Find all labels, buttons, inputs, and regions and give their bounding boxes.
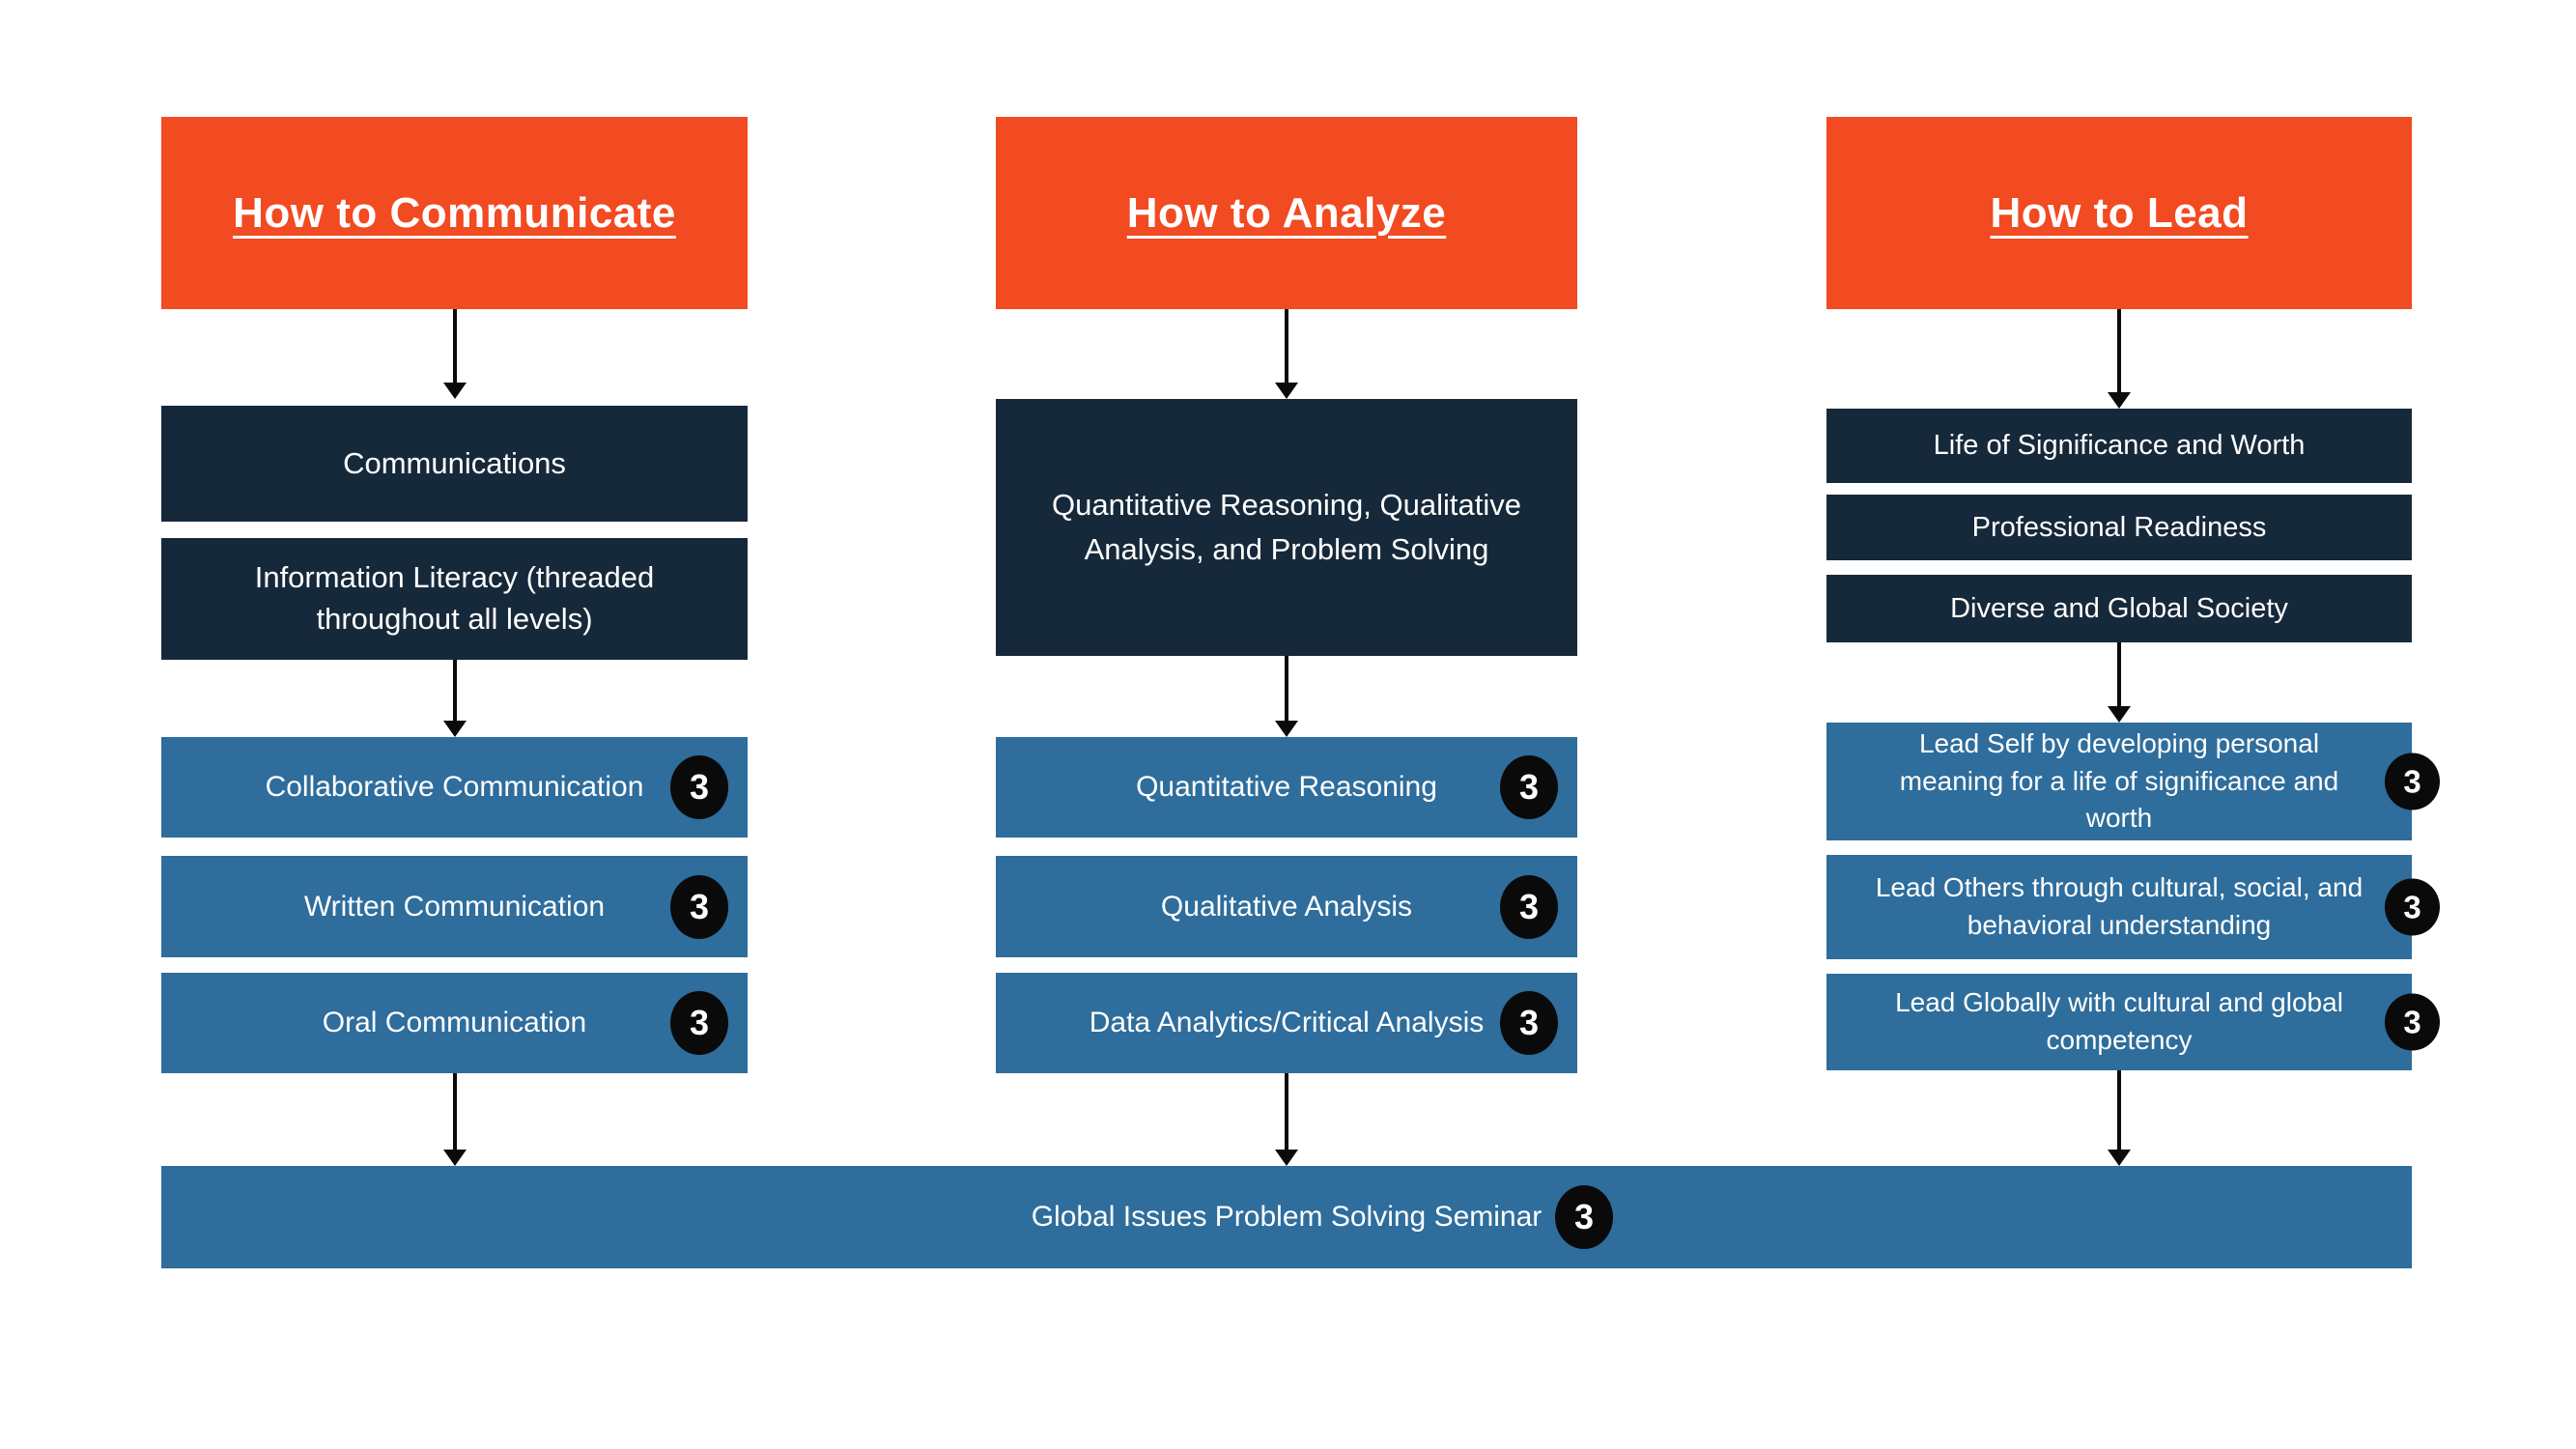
header-label: How to Communicate (233, 188, 676, 237)
connector-arrow-icon (2108, 1070, 2131, 1166)
header-label: How to Analyze (1126, 188, 1447, 237)
course-box-written-communication: Written Communication 3 (161, 856, 748, 957)
theme-box-communications: Communications (161, 406, 748, 522)
header-label: How to Lead (1990, 188, 2249, 237)
seminar-label: Global Issues Problem Solving Seminar (1031, 1201, 1543, 1234)
course-box-lead-others: Lead Others through cultural, social, an… (1826, 855, 2440, 959)
theme-label: Professional Readiness (1971, 511, 2267, 543)
connector-arrow-icon (1275, 1073, 1298, 1166)
course-box-qualitative-analysis: Qualitative Analysis 3 (996, 856, 1577, 957)
theme-label: Information Literacy (threaded throughou… (254, 560, 655, 636)
course-label: Data Analytics/Critical Analysis (1089, 1007, 1485, 1039)
connector-arrow-icon (1275, 309, 1298, 399)
credit-badge: 3 (670, 991, 728, 1055)
connector-arrow-icon (2108, 309, 2131, 409)
seminar-bar-global-issues: Global Issues Problem Solving Seminar 3 (161, 1166, 2412, 1268)
course-label: Qualitative Analysis (1160, 890, 1413, 923)
connector-arrow-icon (443, 660, 467, 737)
theme-box-professional-readiness: Professional Readiness (1826, 495, 2412, 560)
credit-badge: 3 (670, 755, 728, 819)
theme-box-life-of-significance: Life of Significance and Worth (1826, 409, 2412, 483)
connector-arrow-icon (443, 1073, 467, 1166)
course-label: Written Communication (303, 890, 606, 923)
credit-badge: 3 (670, 874, 728, 939)
theme-label: Communications (343, 445, 566, 480)
course-box-oral-communication: Oral Communication 3 (161, 973, 748, 1073)
credit-badge: 3 (2385, 993, 2440, 1051)
credit-badge: 3 (1500, 991, 1558, 1055)
course-label: Oral Communication (322, 1007, 587, 1039)
theme-box-information-literacy: Information Literacy (threaded throughou… (161, 538, 748, 660)
connector-arrow-icon (2108, 642, 2131, 723)
credit-badge: 3 (1555, 1185, 1613, 1249)
course-label: Lead Self by developing personal meaning… (1899, 728, 2339, 834)
course-box-data-analytics: Data Analytics/Critical Analysis 3 (996, 973, 1577, 1073)
credit-badge: 3 (2385, 878, 2440, 936)
theme-label: Quantitative Reasoning, Qualitative Anal… (1052, 487, 1521, 567)
theme-label: Life of Significance and Worth (1933, 430, 2306, 462)
theme-box-quantitative-reasoning: Quantitative Reasoning, Qualitative Anal… (996, 399, 1577, 656)
header-how-to-analyze: How to Analyze (996, 117, 1577, 309)
credit-badge: 3 (1500, 755, 1558, 819)
header-how-to-communicate: How to Communicate (161, 117, 748, 309)
header-how-to-lead: How to Lead (1826, 117, 2412, 309)
theme-label: Diverse and Global Society (1950, 592, 2288, 624)
course-label: Quantitative Reasoning (1136, 771, 1437, 804)
course-label: Lead Others through cultural, social, an… (1875, 872, 2364, 940)
connector-arrow-icon (443, 309, 467, 399)
course-box-quantitative-reasoning: Quantitative Reasoning 3 (996, 737, 1577, 838)
credit-badge: 3 (1500, 874, 1558, 939)
course-box-collaborative-communication: Collaborative Communication 3 (161, 737, 748, 838)
course-box-lead-globally: Lead Globally with cultural and global c… (1826, 974, 2440, 1070)
credit-badge: 3 (2385, 753, 2440, 810)
connector-arrow-icon (1275, 656, 1298, 737)
course-box-lead-self: Lead Self by developing personal meaning… (1826, 723, 2440, 840)
course-label: Collaborative Communication (265, 771, 644, 804)
theme-box-diverse-global-society: Diverse and Global Society (1826, 575, 2412, 642)
course-label: Lead Globally with cultural and global c… (1895, 987, 2343, 1055)
